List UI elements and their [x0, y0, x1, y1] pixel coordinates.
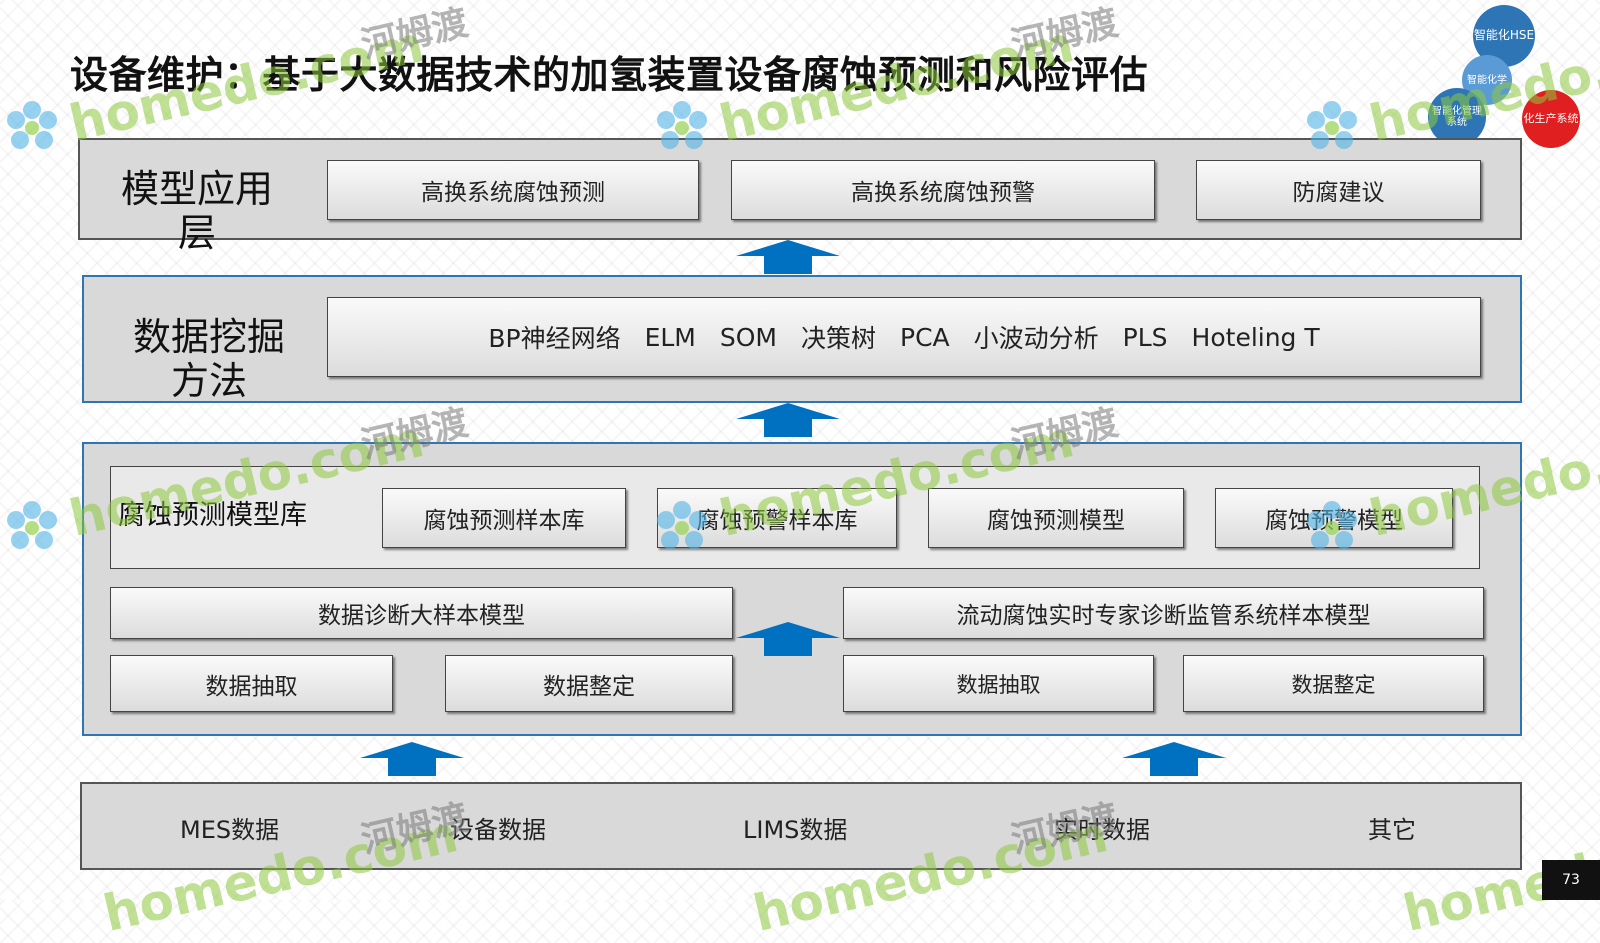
- up-arrow-3: [736, 622, 840, 656]
- model-application-layer-label: 模型应用层: [120, 167, 273, 255]
- process-extract-right: 数据抽取: [843, 655, 1154, 712]
- process-extract-left: 数据抽取: [110, 655, 393, 712]
- source-mes: MES数据: [180, 816, 280, 844]
- method-bp: BP神经网络: [488, 324, 621, 353]
- method-hoteling: Hoteling T: [1191, 322, 1320, 352]
- model-item-2: 高换系统腐蚀预警: [731, 160, 1155, 220]
- model-library-label: 腐蚀预测模型库: [118, 500, 307, 531]
- model-item-3: 防腐建议: [1196, 160, 1481, 220]
- method-som: SOM: [719, 322, 777, 352]
- process-calibrate-right: 数据整定: [1183, 655, 1484, 712]
- logo-circle-prod: 化生产系统: [1522, 90, 1580, 148]
- page-number: 73: [1542, 860, 1600, 900]
- method-decision-tree: 决策树: [801, 324, 877, 353]
- page-title: 设备维护：基于大数据技术的加氢装置设备腐蚀预测和风险评估: [70, 53, 1149, 97]
- method-wavelet: 小波动分析: [973, 324, 1099, 353]
- method-elm: ELM: [644, 322, 696, 352]
- source-equipment: 设备数据: [450, 816, 546, 844]
- model-lib-item-1: 腐蚀预测样本库: [382, 488, 626, 548]
- method-pca: PCA: [900, 322, 950, 352]
- watermark-flower-icon: [7, 101, 57, 149]
- source-realtime: 实时数据: [1054, 816, 1150, 844]
- model-lib-item-4: 腐蚀预警模型: [1215, 488, 1453, 548]
- model-lib-item-3: 腐蚀预测模型: [928, 488, 1184, 548]
- process-calibrate-left: 数据整定: [445, 655, 733, 712]
- sample-model-right: 流动腐蚀实时专家诊断监管系统样本模型: [843, 587, 1484, 639]
- up-arrow-1: [736, 240, 840, 274]
- data-source-layer: [80, 782, 1522, 870]
- source-other: 其它: [1368, 816, 1416, 844]
- logo-circle-mgmt: 智能化管理系统: [1428, 88, 1486, 146]
- up-arrow-2: [736, 403, 840, 437]
- sample-model-left: 数据诊断大样本模型: [110, 587, 733, 639]
- source-lims: LIMS数据: [743, 816, 848, 844]
- method-pls: PLS: [1122, 322, 1168, 352]
- model-item-1: 高换系统腐蚀预测: [327, 160, 699, 220]
- watermark-flower-icon: [7, 501, 57, 549]
- up-arrow-4: [360, 742, 464, 776]
- mining-methods-box: BP神经网络 ELM SOM 决策树 PCA 小波动分析 PLS Hotelin…: [327, 297, 1481, 377]
- data-mining-layer-label: 数据挖掘方法: [132, 315, 285, 403]
- model-lib-item-2: 腐蚀预警样本库: [657, 488, 897, 548]
- up-arrow-5: [1122, 742, 1226, 776]
